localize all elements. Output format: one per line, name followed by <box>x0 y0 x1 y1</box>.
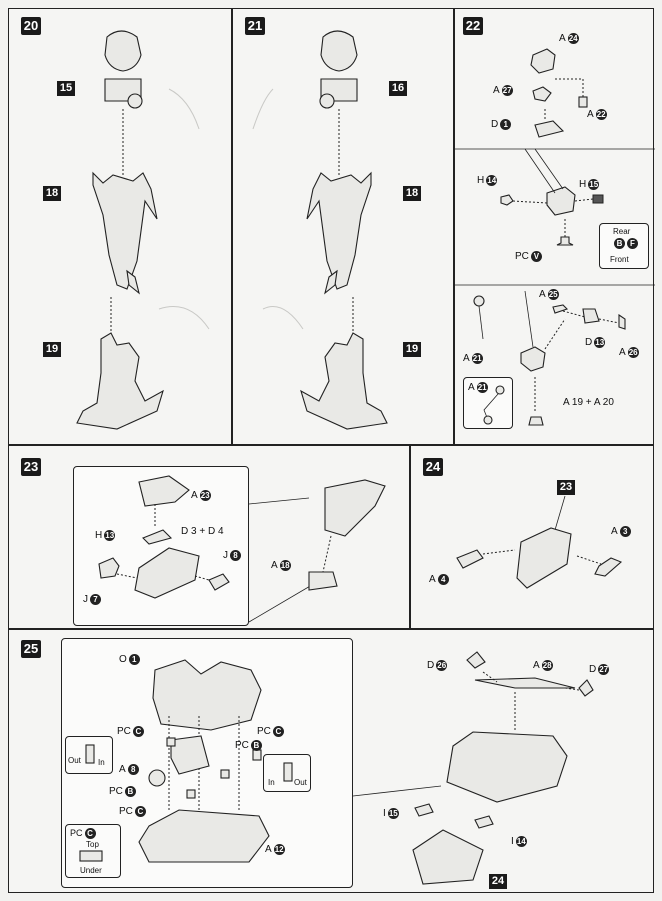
legend-under: Under <box>80 866 102 875</box>
step-number: 21 <box>245 17 265 35</box>
part-tag-24: 24 <box>489 874 507 889</box>
step-number: 25 <box>21 640 41 658</box>
label-d3-d4: D 3 + D 4 <box>181 526 224 537</box>
part-tag-18: 18 <box>43 186 61 201</box>
part-tag-19: 19 <box>403 342 421 357</box>
step-23-foot-diagram <box>98 475 386 623</box>
step-number: 22 <box>463 17 483 35</box>
inset-a21-part <box>483 385 505 425</box>
label-in-left: In <box>98 758 105 767</box>
legend-front: Front <box>610 255 629 264</box>
step-number: 20 <box>21 17 41 35</box>
label-out-right: Out <box>294 778 307 787</box>
step-20-leg-diagram <box>76 30 210 430</box>
step-number: 23 <box>21 458 41 476</box>
step-22-head-diagram <box>455 48 655 426</box>
pc-c-part-icon <box>79 850 103 862</box>
legend-rear: Rear <box>613 227 631 236</box>
step-21-panel: 21 16 18 19 <box>232 8 454 445</box>
out-in-inset-right: In Out <box>263 754 311 792</box>
legend-top: Top <box>86 840 99 849</box>
label-out-left: Out <box>68 756 81 765</box>
label-a19-a20: A 19 + A 20 <box>563 397 614 408</box>
out-in-inset-left: Out In <box>65 736 113 774</box>
step-21-leg-diagram <box>252 30 388 430</box>
part-tag-16: 16 <box>389 81 407 96</box>
part-tag-18: 18 <box>403 186 421 201</box>
step-24-foot-diagram <box>456 495 623 589</box>
part-tag-15: 15 <box>57 81 75 96</box>
step-number: 24 <box>423 458 443 476</box>
step-20-panel: 20 15 18 19 <box>8 8 232 445</box>
part-tag-19: 19 <box>43 342 61 357</box>
label-in-right: In <box>268 778 275 787</box>
part-tag-23: 23 <box>557 480 575 495</box>
connector-right-icon <box>283 762 293 782</box>
connector-left-icon <box>85 744 95 764</box>
step-25-body-diagram <box>138 651 594 885</box>
